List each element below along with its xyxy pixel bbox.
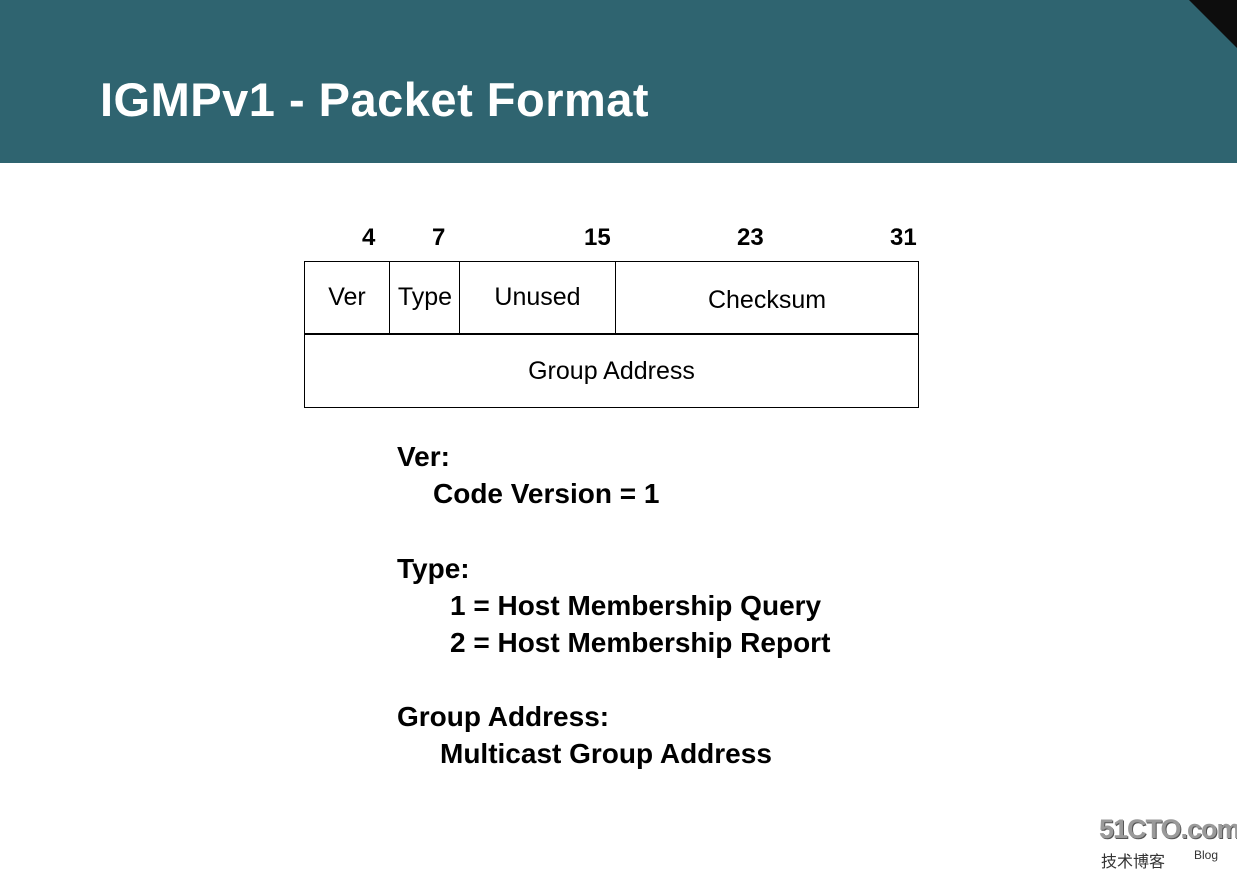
packet-header-row: Ver Type Unused Checksum xyxy=(305,262,918,335)
packet-format-diagram: Ver Type Unused Checksum Group Address xyxy=(304,261,919,408)
site-watermark: 51CTO.com 技术博客 Blog xyxy=(1099,814,1237,874)
field-divider xyxy=(615,262,616,333)
group-address-detail: Multicast Group Address xyxy=(440,738,772,769)
type-heading: Type: xyxy=(397,553,470,584)
watermark-blog: Blog xyxy=(1194,848,1219,862)
field-type: Type xyxy=(397,283,453,311)
field-unused: Unused xyxy=(494,283,581,311)
type-detail-query: 1 = Host Membership Query xyxy=(450,590,822,621)
bit-number-7: 7 xyxy=(432,224,446,251)
field-group-address: Group Address xyxy=(528,356,695,385)
field-checksum: Checksum xyxy=(707,286,827,314)
bit-number-23: 23 xyxy=(737,224,764,251)
type-detail-report: 2 = Host Membership Report xyxy=(450,627,831,658)
field-divider xyxy=(459,262,460,333)
bit-number-4: 4 xyxy=(362,224,376,251)
group-address-heading: Group Address: xyxy=(397,701,610,732)
slide-header: IGMPv1 - Packet Format xyxy=(0,0,1237,163)
header-corner-triangle xyxy=(1189,0,1237,48)
bit-number-15: 15 xyxy=(584,224,611,251)
watermark-site: 51CTO.com xyxy=(1099,814,1237,844)
field-ver: Ver xyxy=(328,283,366,311)
watermark-subtitle: 技术博客 xyxy=(1101,854,1166,871)
ver-detail: Code Version = 1 xyxy=(433,478,660,509)
bit-number-31: 31 xyxy=(890,224,917,251)
slide-title: IGMPv1 - Packet Format xyxy=(100,73,650,126)
ver-heading: Ver: xyxy=(397,441,450,472)
field-divider xyxy=(389,262,390,333)
